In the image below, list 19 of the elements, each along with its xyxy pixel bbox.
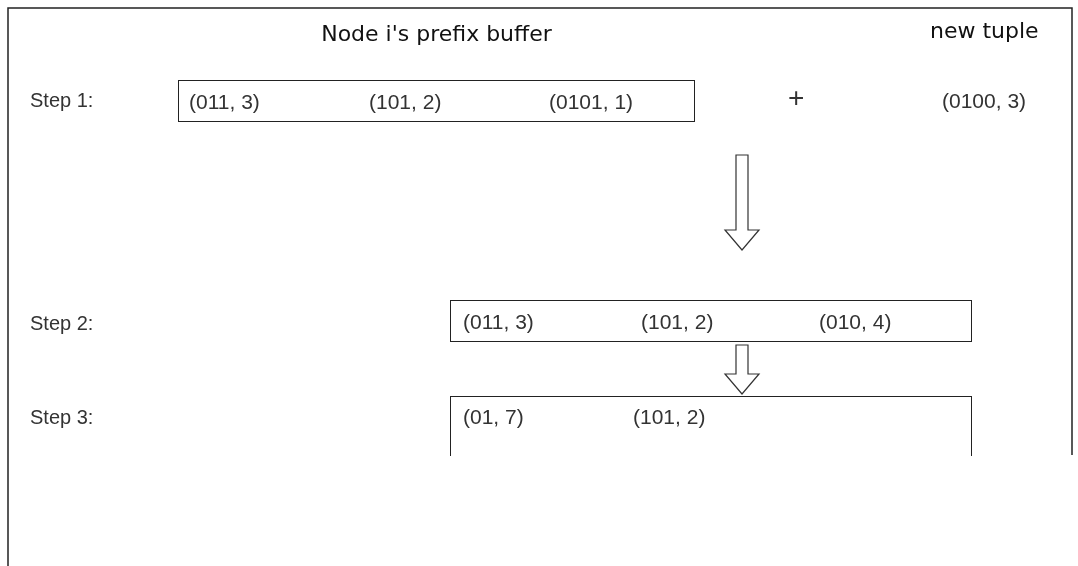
tuple-text: (01, 7) (463, 405, 524, 429)
label-text: Step 3: (30, 406, 94, 429)
tuple-text: (010, 4) (819, 310, 892, 334)
label-text: Step 2: (30, 312, 94, 335)
tuple-text: (0101, 1) (549, 90, 634, 114)
block-arrow (723, 344, 761, 395)
label-text: (0100, 3) (942, 89, 1027, 113)
block-arrow (723, 154, 761, 251)
column-heading: new tuple (930, 18, 1039, 43)
label-text: + (788, 82, 805, 114)
tuple-text: (011, 3) (463, 310, 534, 334)
tuple-text: (101, 2) (369, 90, 442, 114)
label-text: Step 1: (30, 89, 94, 112)
tuple-text: (011, 3) (189, 90, 260, 114)
tuple-text: (101, 2) (633, 405, 706, 429)
buffer-heading: Node i's prefix buffer (321, 21, 552, 46)
buffer-box (450, 300, 972, 342)
tuple-text: (101, 2) (641, 310, 714, 334)
buffer-box (450, 396, 972, 456)
